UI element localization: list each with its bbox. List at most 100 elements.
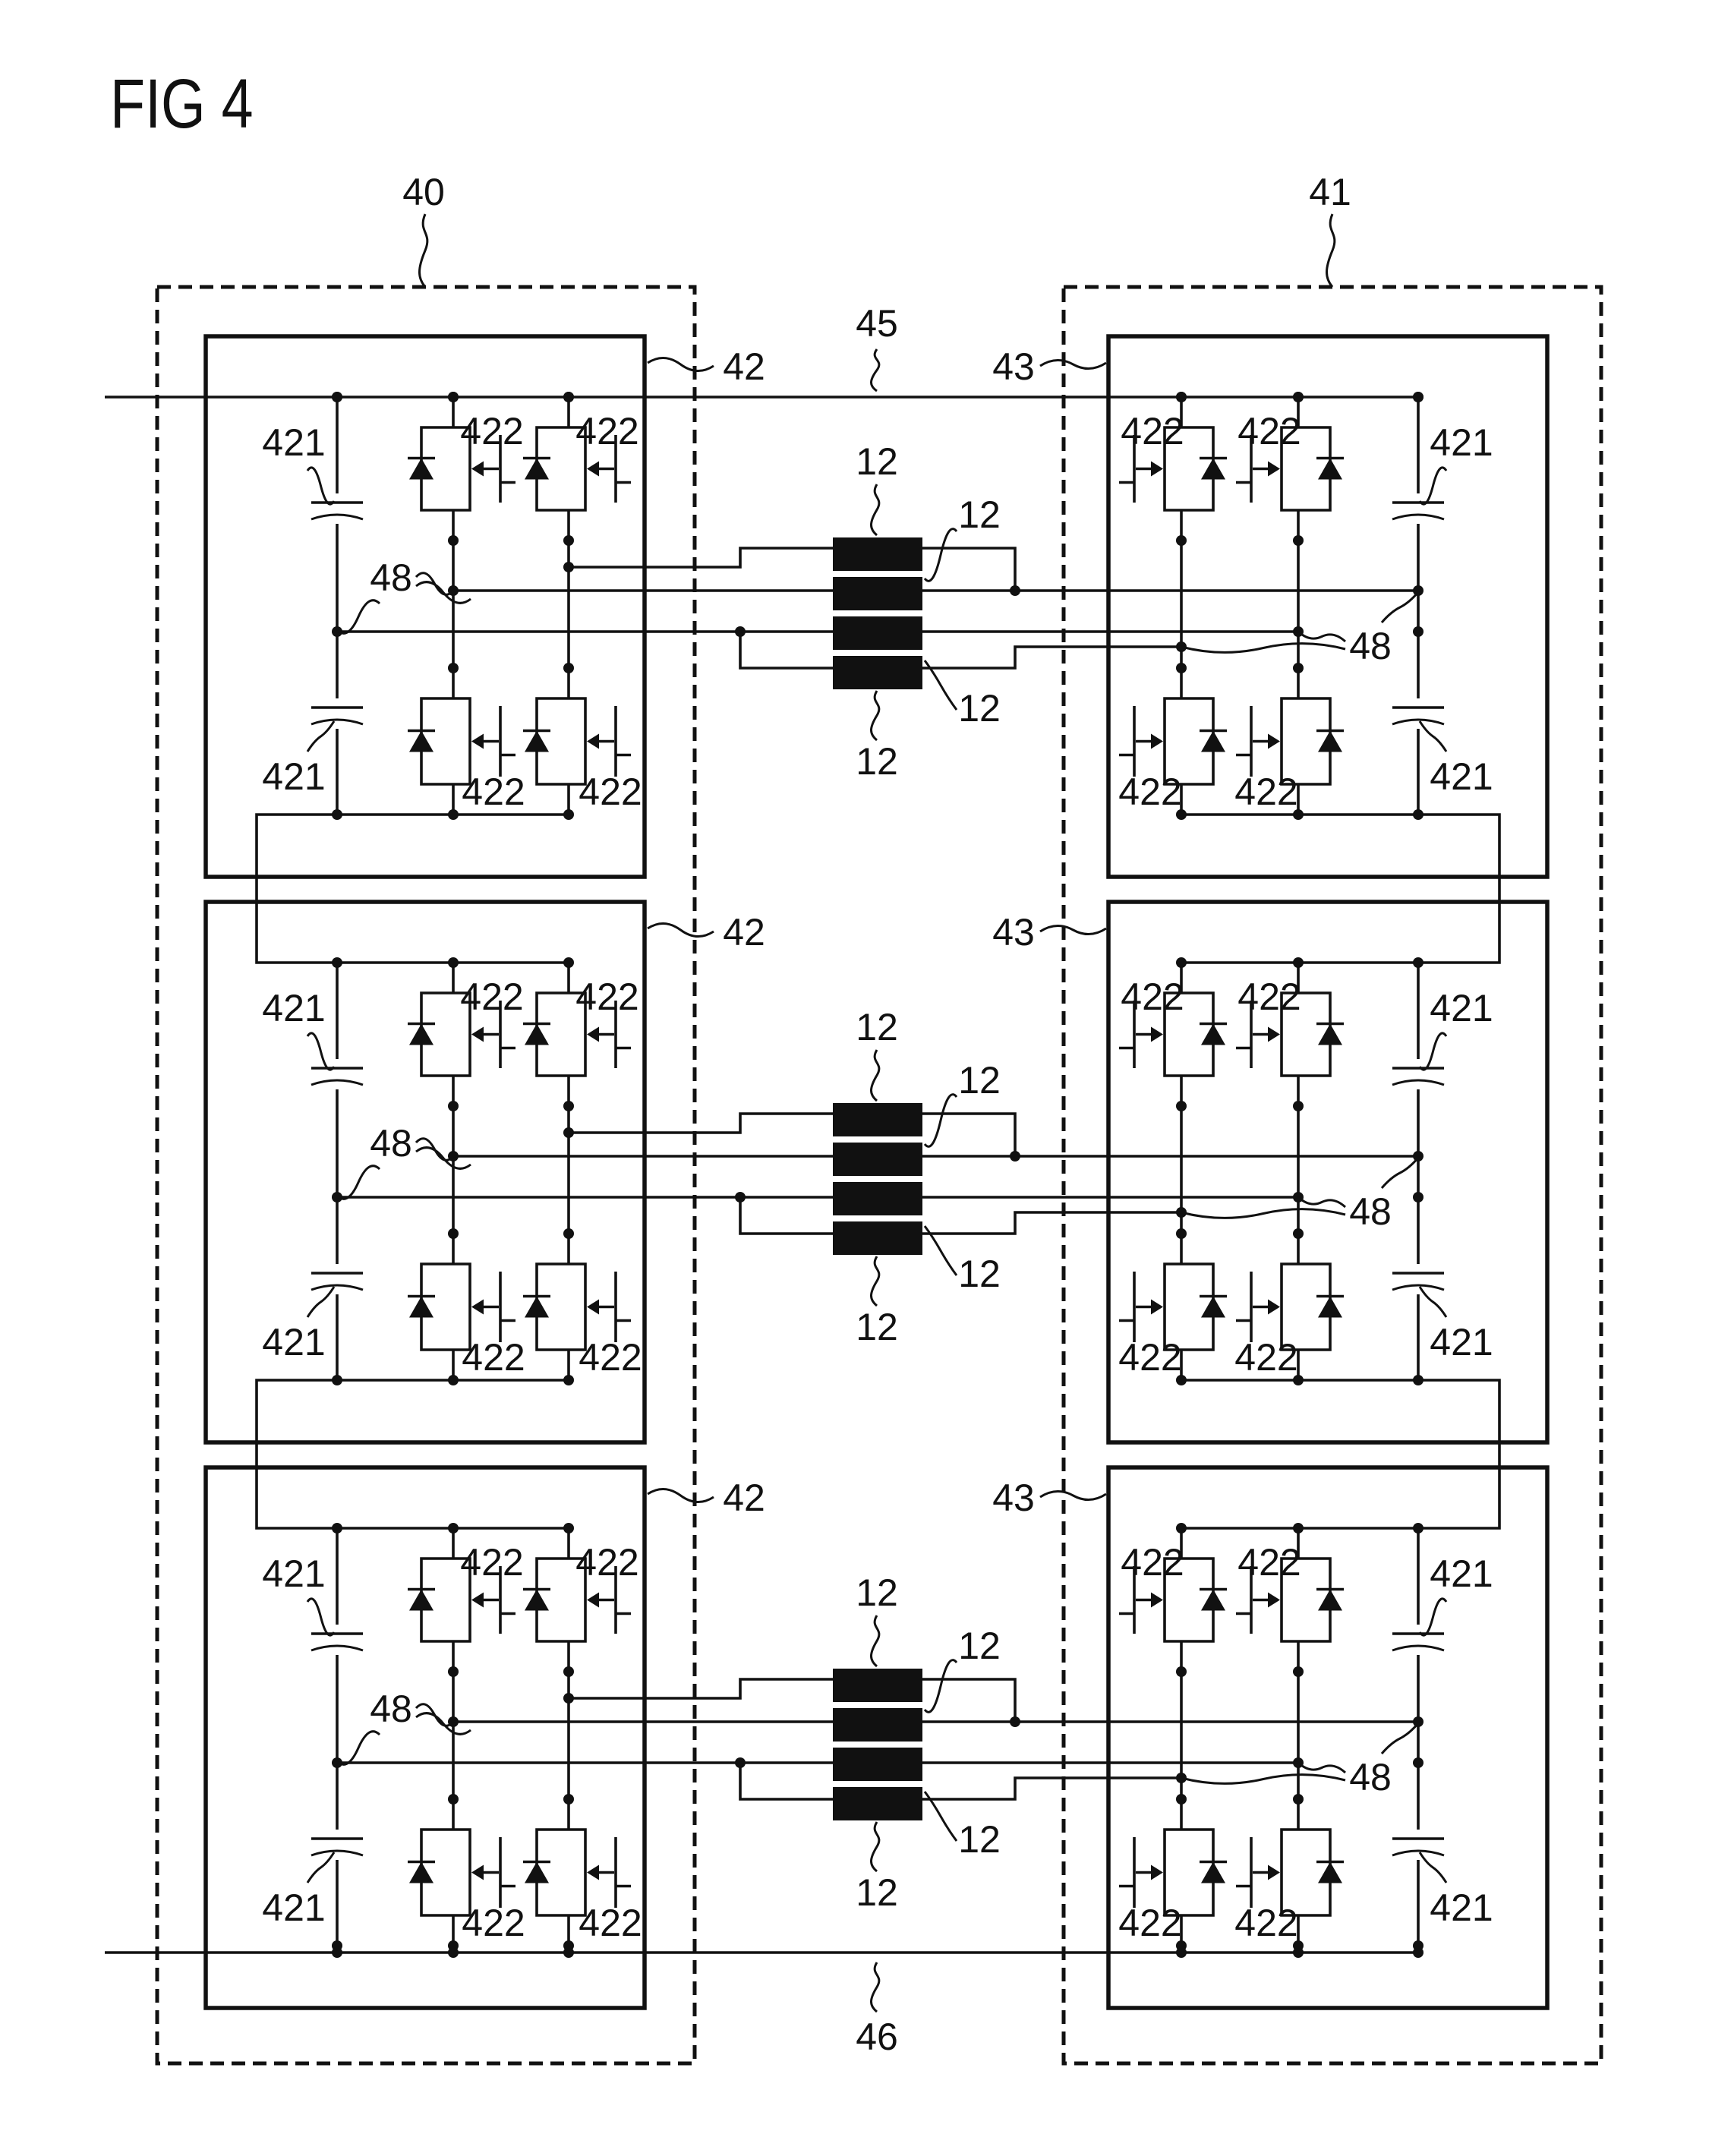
leader-line [1297, 1761, 1347, 1774]
diode-icon [1318, 730, 1342, 752]
module-43-2 [1039, 900, 1550, 1445]
transformer-group-1 [337, 484, 1424, 742]
junction-dot [1413, 1940, 1424, 1951]
label-422: 422 [1118, 1902, 1181, 1944]
label-422: 422 [1237, 1541, 1301, 1584]
wire [922, 1112, 1418, 1158]
wire [569, 1557, 587, 1571]
junction-dot [448, 1794, 459, 1805]
switch-cell-422 [523, 397, 631, 541]
transistor-arrow-icon [587, 1864, 599, 1880]
leader-line [1181, 1208, 1346, 1219]
transistor-arrow-icon [587, 733, 599, 749]
label-421: 421 [262, 1886, 325, 1929]
leader-line [415, 1146, 471, 1170]
transformer-core [833, 616, 922, 650]
wire [1280, 1262, 1298, 1276]
transistor-arrow-icon [1151, 1592, 1163, 1608]
junction-dot [448, 1375, 459, 1385]
label-422: 422 [460, 976, 523, 1018]
diode-icon [1318, 1589, 1342, 1611]
capacitor-421 [311, 1067, 364, 1086]
junction-dot [332, 1940, 342, 1951]
switch-cell-422 [523, 1799, 631, 1946]
wire [1163, 498, 1181, 512]
wire [453, 1903, 471, 1917]
label-12: 12 [856, 1306, 898, 1348]
capacitor-plate [1392, 1849, 1445, 1857]
leader-line [1181, 1773, 1346, 1785]
junction-dot [563, 1523, 574, 1533]
module-box [203, 334, 647, 879]
junction-dot [448, 1940, 459, 1951]
label-43: 43 [992, 345, 1035, 388]
junction-dot [1293, 1228, 1304, 1239]
junction-dot [1176, 1375, 1187, 1385]
label-422: 422 [1118, 771, 1181, 813]
junction-dot [563, 1228, 574, 1239]
label-421: 421 [1430, 421, 1493, 464]
wire [1280, 1557, 1298, 1571]
diode-icon [525, 458, 549, 480]
switch-cell-422 [1119, 1528, 1227, 1672]
junction-dot [448, 535, 459, 546]
module-box [203, 900, 647, 1445]
wire [1163, 1629, 1181, 1643]
wire [453, 1262, 471, 1276]
wire [569, 991, 587, 1005]
wire [922, 547, 1418, 592]
transistor-arrow-icon [471, 1299, 484, 1315]
junction-dot [1176, 1940, 1187, 1951]
transistor-arrow-icon [471, 733, 484, 749]
junction-dot [1293, 809, 1304, 820]
diode-icon [1201, 1023, 1225, 1045]
wire [569, 1112, 833, 1134]
leader-line [336, 599, 381, 635]
wire [453, 697, 471, 711]
transistor-arrow-icon [1268, 1026, 1280, 1042]
series-link-left [255, 813, 337, 964]
junction-dot [1176, 1228, 1187, 1239]
junction-dot [448, 663, 459, 673]
capacitor-plate [1392, 1644, 1445, 1652]
label-422: 422 [575, 976, 638, 1018]
label-421: 421 [262, 987, 325, 1029]
module-box [1106, 334, 1550, 879]
label-12: 12 [958, 1253, 1001, 1295]
label-422: 422 [1237, 976, 1301, 1018]
leader-line [415, 581, 471, 604]
leader-line [647, 922, 714, 938]
label-421: 421 [1430, 1321, 1493, 1363]
modules-layer [203, 334, 1550, 2010]
leader-line [1418, 466, 1448, 506]
capacitor-plate [1392, 1284, 1445, 1291]
module-43-1 [1039, 334, 1550, 879]
diode-icon [525, 1589, 549, 1611]
junction-dot [332, 809, 342, 820]
leader-line [923, 1225, 958, 1276]
label-422: 422 [460, 410, 523, 452]
leader-line [870, 1049, 881, 1102]
label-421: 421 [1430, 1886, 1493, 1929]
label-422: 422 [1121, 410, 1184, 452]
transformer-group-3 [337, 1615, 1424, 1873]
junction-dot [563, 1375, 574, 1385]
capacitor-plate [311, 1644, 364, 1652]
label-12: 12 [856, 740, 898, 783]
diode-icon [409, 1861, 434, 1883]
module-box [203, 1465, 647, 2010]
label-422: 422 [462, 1336, 525, 1379]
wire [1163, 1903, 1181, 1917]
transformer-core [833, 1748, 922, 1781]
leader-line [923, 1791, 958, 1842]
leader-line [1380, 591, 1420, 623]
wire [569, 1064, 587, 1077]
transformer-core [833, 1143, 922, 1176]
transistor-arrow-icon [1268, 461, 1280, 477]
leader-line [923, 1659, 958, 1713]
diode-icon [525, 730, 549, 752]
wire [1280, 1338, 1298, 1351]
junction-dot [448, 392, 459, 402]
junction-dot [563, 1101, 574, 1111]
transformer-core [833, 1103, 922, 1136]
